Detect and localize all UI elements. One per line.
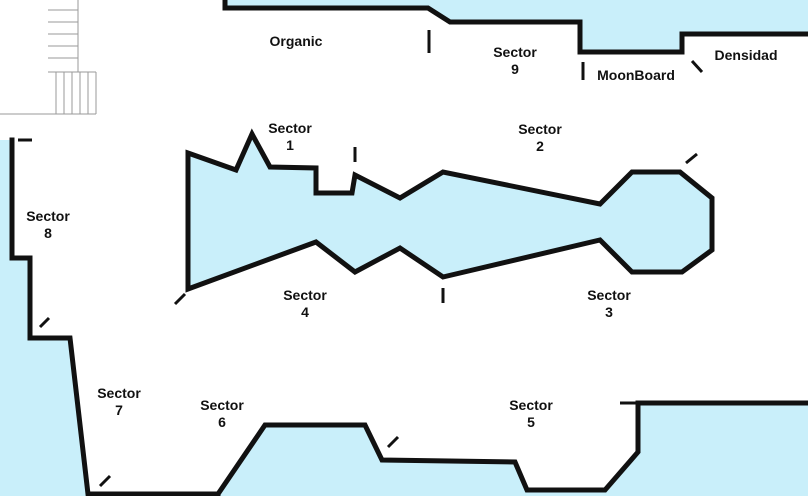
area-label-sector-4[interactable]: Sector 4 [283,287,327,320]
area-label-sector-5[interactable]: Sector 5 [509,397,553,430]
stairs-icon [0,0,97,115]
divider-moonboard-densidad [690,59,704,74]
wall-left [9,137,221,496]
divider-sector8-sector7 [38,316,51,329]
area-label-organic[interactable]: Organic [269,33,323,49]
divider-sector4-west [173,292,187,306]
area-label-sector-1[interactable]: Sector 1 [268,120,312,153]
sector-dividers [18,30,704,488]
area-label-sector-9[interactable]: Sector 9 [493,44,537,77]
wall-top [222,0,808,55]
divider-sector6-sector5 [386,435,400,449]
island-outline [185,128,715,293]
area-label-sector-3[interactable]: Sector 3 [587,287,631,320]
area-label-sector-6[interactable]: Sector 6 [200,397,244,430]
area-label-sector-7[interactable]: Sector 7 [97,385,141,418]
area-label-moonboard[interactable]: MoonBoard [597,67,675,83]
area-label-densidad[interactable]: Densidad [714,47,778,63]
divider-sector7-sector6 [98,474,112,488]
central-island [188,134,712,289]
area-label-sector-2[interactable]: Sector 2 [518,121,562,154]
area-label-sector-8[interactable]: Sector 8 [26,208,70,241]
divider-sector2-sector3 [685,152,698,165]
wall-bottom [214,400,808,496]
walls [9,0,808,496]
